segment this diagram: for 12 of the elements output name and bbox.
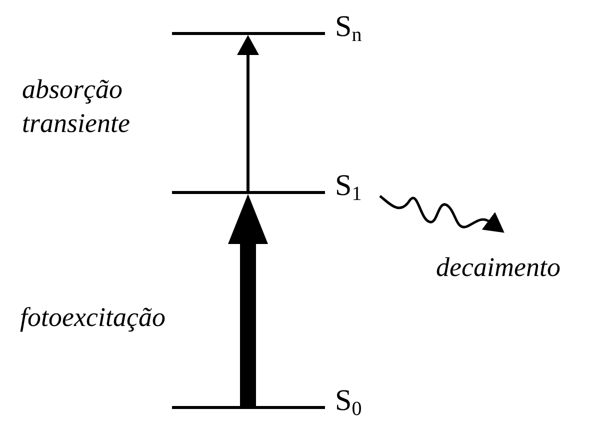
wavy-arrow [379, 195, 506, 232]
energy-level-line [172, 32, 325, 35]
edge-label: decaimento [436, 251, 562, 284]
state-label: S$_{n}$ [335, 12, 362, 42]
energy-level-line [172, 191, 325, 194]
energy-level-line [172, 406, 325, 409]
state-label: S$_{0}$ [335, 386, 362, 416]
edge-label: absorção transiente [22, 73, 131, 140]
state-label: S$_{1}$ [335, 171, 362, 201]
arrow [237, 35, 259, 191]
thick-arrow [228, 194, 268, 406]
edge-label: fotoexcitação [20, 301, 166, 334]
